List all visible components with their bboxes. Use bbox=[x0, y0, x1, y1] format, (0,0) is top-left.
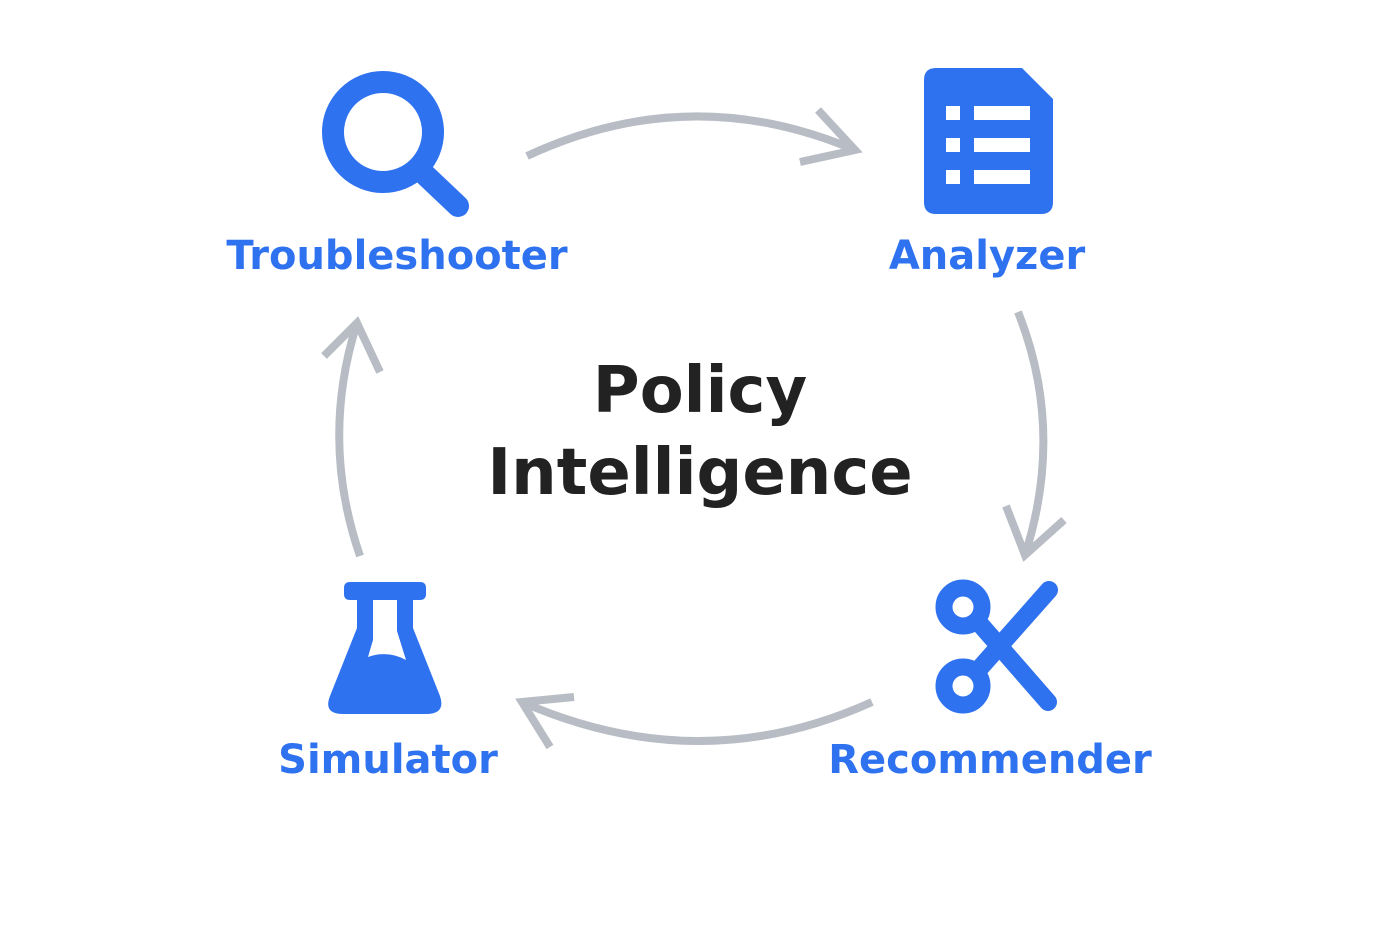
arrow-analyzer-to-recommender bbox=[1014, 310, 1048, 557]
arrowhead-analyzer bbox=[799, 107, 863, 166]
cycle-arrows bbox=[321, 107, 1067, 750]
document-list-icon bbox=[924, 68, 1053, 214]
recommender-label: Recommender bbox=[828, 737, 1152, 783]
arrowhead-simulator bbox=[515, 693, 575, 750]
arrow-recommender-to-simulator bbox=[520, 698, 874, 745]
flask-icon bbox=[328, 582, 442, 714]
arrowhead-recommender bbox=[1002, 504, 1067, 562]
arrow-simulator-to-troubleshooter bbox=[335, 321, 364, 558]
scissors-icon bbox=[935, 579, 1058, 714]
magnifier-icon bbox=[322, 71, 469, 217]
center-title-line2: Intelligence bbox=[487, 436, 913, 510]
arrow-troubleshooter-to-analyzer bbox=[525, 112, 857, 160]
center-title-line1: Policy bbox=[592, 354, 808, 428]
arrowhead-troubleshooter bbox=[321, 316, 384, 374]
center-title: Policy Intelligence bbox=[487, 350, 912, 514]
troubleshooter-label: Troubleshooter bbox=[226, 233, 568, 279]
analyzer-label: Analyzer bbox=[888, 233, 1086, 279]
simulator-label: Simulator bbox=[278, 737, 498, 783]
